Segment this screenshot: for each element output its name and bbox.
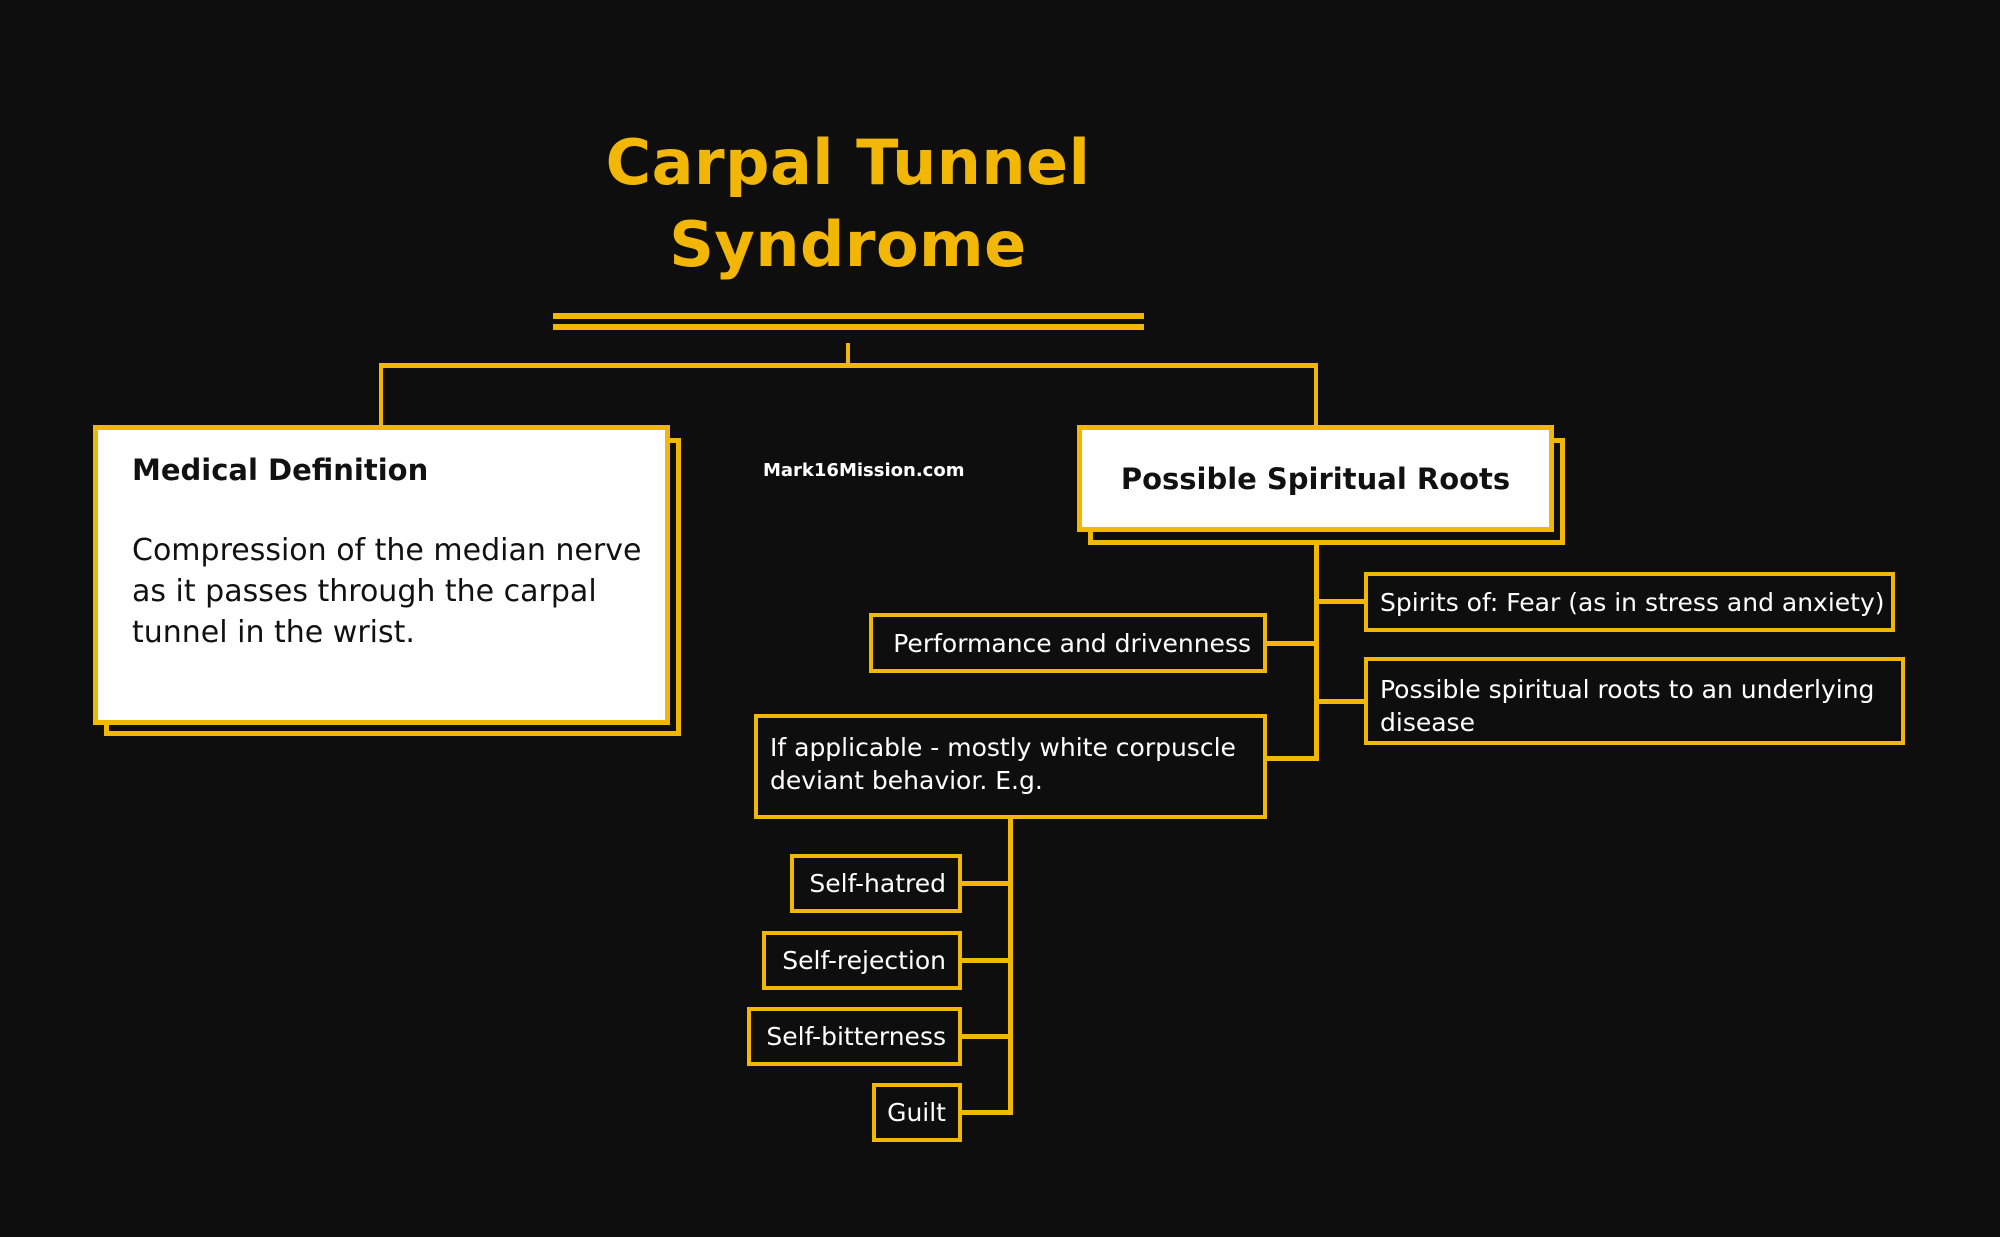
node-performance: Performance and drivenness — [869, 613, 1267, 673]
branch-right-vertical — [1314, 363, 1318, 429]
node-self-hatred-label: Self-hatred — [809, 869, 946, 898]
connector-self-bitterness — [960, 1034, 1013, 1039]
medical-definition-card: Medical Definition Compression of the me… — [93, 425, 670, 725]
node-underlying-disease: Possible spiritual roots to an underlyin… — [1364, 657, 1905, 745]
connector-self-rejection — [960, 958, 1013, 963]
title-underline-top — [553, 313, 1144, 319]
connector-corpuscle — [1264, 756, 1319, 761]
title-line-2: Syndrome — [669, 208, 1027, 281]
connector-performance — [1264, 641, 1318, 646]
node-guilt: Guilt — [872, 1083, 962, 1142]
node-corpuscle-label: If applicable - mostly white corpuscle d… — [770, 733, 1236, 795]
node-self-bitterness: Self-bitterness — [747, 1007, 962, 1066]
node-guilt-label: Guilt — [887, 1098, 946, 1127]
node-self-rejection: Self-rejection — [762, 931, 962, 990]
watermark: Mark16Mission.com — [763, 460, 965, 481]
branch-left-vertical — [379, 363, 383, 429]
spiritual-roots-card: Possible Spiritual Roots — [1077, 425, 1554, 532]
node-self-rejection-label: Self-rejection — [782, 946, 946, 975]
connector-fear — [1314, 599, 1366, 604]
root-stem — [846, 343, 850, 365]
connector-self-hatred — [960, 881, 1013, 886]
node-fear: Spirits of: Fear (as in stress and anxie… — [1364, 572, 1895, 632]
connector-disease — [1314, 699, 1366, 704]
node-self-bitterness-label: Self-bitterness — [766, 1022, 946, 1051]
node-fear-label: Spirits of: Fear (as in stress and anxie… — [1380, 587, 1885, 617]
root-branch-horizontal — [379, 363, 1318, 368]
node-corpuscle: If applicable - mostly white corpuscle d… — [754, 714, 1267, 819]
title-line-1: Carpal Tunnel — [605, 126, 1091, 199]
node-underlying-disease-label: Possible spiritual roots to an underlyin… — [1380, 675, 1875, 737]
node-performance-label: Performance and drivenness — [893, 628, 1251, 658]
title-underline-bottom — [553, 324, 1144, 330]
node-self-hatred: Self-hatred — [790, 854, 962, 913]
roots-trunk — [1314, 545, 1319, 761]
spiritual-roots-heading: Possible Spiritual Roots — [1120, 461, 1511, 496]
examples-trunk — [1008, 819, 1013, 1115]
connector-guilt — [960, 1110, 1013, 1115]
medical-definition-heading: Medical Definition — [132, 453, 429, 487]
medical-definition-body: Compression of the median nerve as it pa… — [132, 533, 642, 650]
diagram-title: Carpal Tunnel Syndrome — [0, 122, 1696, 286]
